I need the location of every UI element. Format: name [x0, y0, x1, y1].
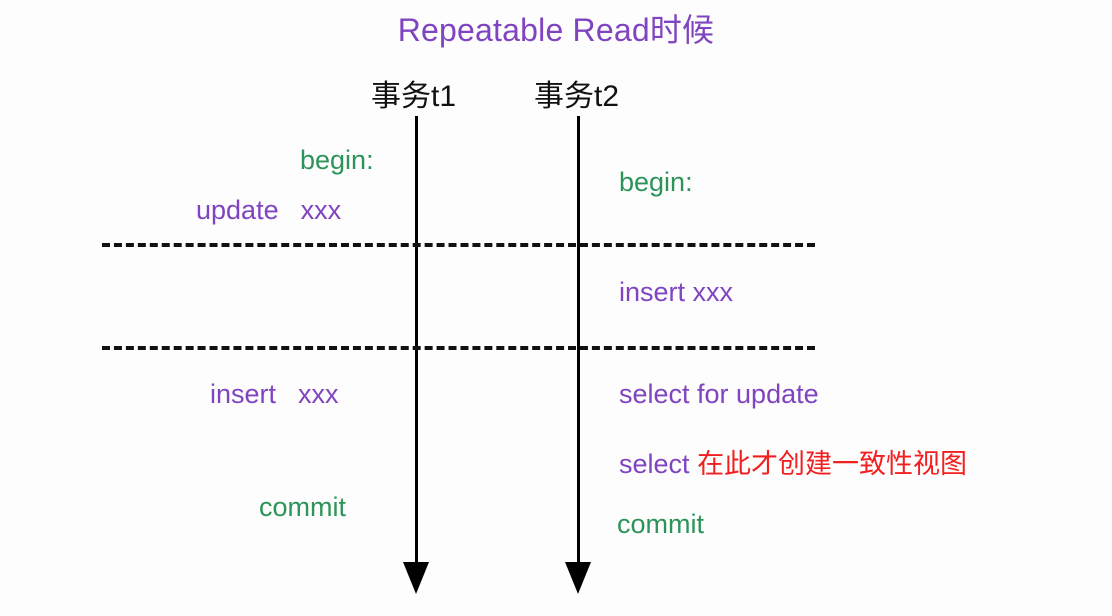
- t1-statement-update: update xxx: [196, 197, 341, 224]
- t1-insert-keyword: insert: [210, 379, 277, 409]
- t1-insert-argument: xxx: [298, 379, 339, 409]
- t2-statement-begin: begin:: [619, 167, 693, 197]
- timeline-label-t1: 事务t1: [371, 80, 457, 113]
- t2-statement-insert: insert xxx: [619, 277, 734, 307]
- timeline-axis-t2: [577, 116, 580, 563]
- t1-update-argument: xxx: [300, 195, 342, 225]
- timeline-axis-t1: [415, 116, 418, 563]
- t1-statement-begin: begin:: [300, 145, 374, 175]
- timeline-label-t2: 事务t2: [534, 80, 620, 113]
- time-separator-2: [102, 346, 815, 350]
- t1-update-keyword: update: [196, 195, 279, 225]
- t1-statement-insert: insert xxx: [210, 381, 339, 408]
- t2-statement-select-for-update: select for update: [619, 379, 819, 409]
- time-separator-1: [102, 243, 815, 247]
- timeline-arrowhead-t1-icon: [403, 562, 429, 594]
- timeline-arrowhead-t2-icon: [565, 562, 591, 594]
- diagram-title: Repeatable Read时候: [397, 12, 715, 48]
- t2-select-keyword: select: [619, 449, 690, 479]
- t1-statement-commit: commit: [259, 492, 346, 522]
- t2-statement-commit: commit: [617, 509, 704, 539]
- t2-statement-select-annotated: select 在此才创建一致性视图: [619, 451, 967, 478]
- t2-select-annotation: 在此才创建一致性视图: [697, 449, 968, 479]
